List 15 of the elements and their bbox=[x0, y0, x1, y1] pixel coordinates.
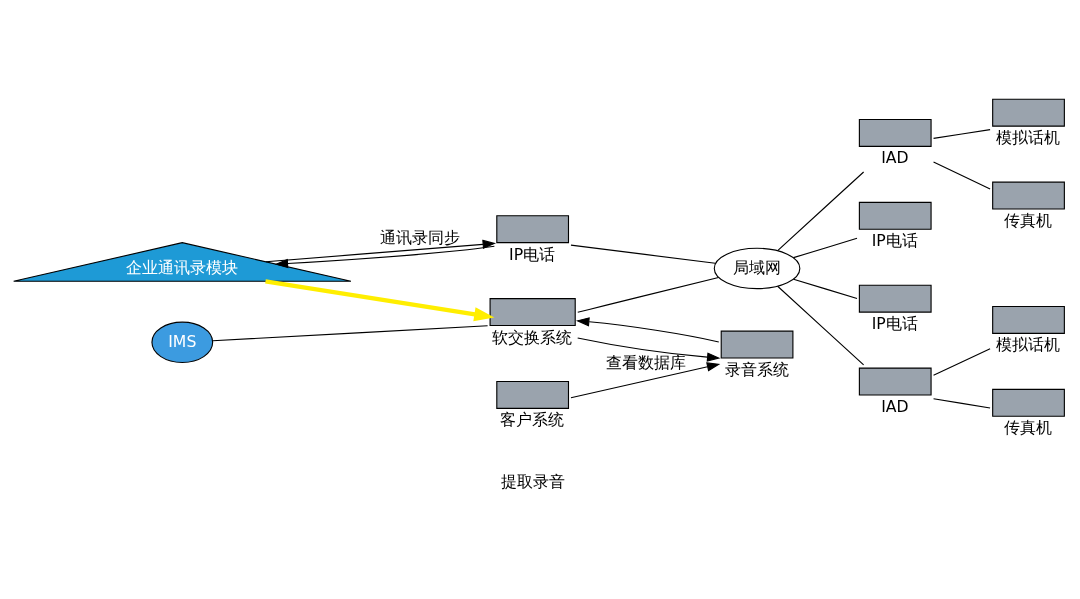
node-label: IAD bbox=[881, 397, 909, 417]
node-label: 模拟话机 bbox=[996, 335, 1061, 355]
node-label: 软交换系统 bbox=[492, 327, 573, 347]
node-label: 传真机 bbox=[1004, 418, 1053, 438]
edge-label: 通讯录同步 bbox=[379, 227, 460, 247]
node-label: 录音系统 bbox=[724, 360, 789, 380]
node-label: IP电话 bbox=[509, 244, 556, 264]
node-label: IP电话 bbox=[871, 231, 918, 251]
edge-label: 查看数据库 bbox=[605, 353, 686, 373]
label: 提取录音 bbox=[500, 471, 565, 491]
node-label: 传真机 bbox=[1004, 211, 1053, 231]
node-label: 模拟话机 bbox=[996, 128, 1061, 148]
node-label: IP电话 bbox=[871, 314, 918, 334]
node-label: 客户系统 bbox=[500, 410, 565, 430]
node-label: IAD bbox=[881, 148, 909, 168]
